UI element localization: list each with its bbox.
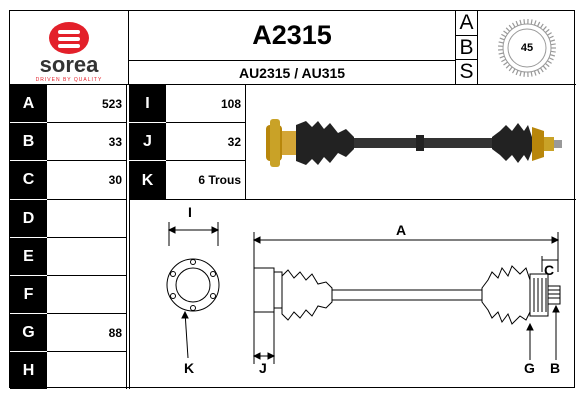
diagram-label-g: G bbox=[524, 360, 535, 376]
abs-gear-tooth bbox=[533, 70, 537, 76]
spec-value-i: 108 bbox=[166, 85, 246, 123]
technical-diagram: I A C K J G B bbox=[129, 200, 576, 389]
abs-gear-cell: 45 bbox=[478, 11, 576, 85]
abs-label-column: A B S bbox=[456, 11, 478, 85]
diagram-label-b: B bbox=[550, 360, 561, 376]
spec-letter-f: F bbox=[10, 276, 47, 314]
spec-sheet: sorea DRIVEN BY QUALITY A2315 AU2315 / A… bbox=[9, 10, 576, 389]
abs-gear-tooth bbox=[550, 50, 556, 53]
diagram-label-j: J bbox=[259, 360, 267, 376]
spec-letter-c: C bbox=[10, 161, 47, 200]
spec-value-h bbox=[47, 352, 127, 389]
abs-gear-tooth bbox=[511, 22, 516, 28]
abs-gear-tooth bbox=[548, 35, 554, 39]
spec-letter-g: G bbox=[10, 314, 47, 352]
driveshaft-diagram-icon bbox=[166, 222, 561, 364]
abs-gear-tooth bbox=[530, 71, 533, 77]
part-number: A2315 bbox=[129, 11, 456, 61]
driveshaft-photo-icon bbox=[266, 119, 562, 167]
spec-value-k: 6 Trous bbox=[166, 161, 246, 200]
spec-letter-k: K bbox=[129, 161, 166, 200]
abs-gear-tooth bbox=[536, 21, 541, 27]
abs-gear-tooth bbox=[539, 23, 544, 29]
abs-gear-tooth bbox=[519, 71, 522, 77]
abs-teeth-count: 45 bbox=[520, 42, 534, 54]
abs-gear-tooth bbox=[515, 70, 519, 76]
abs-gear-icon bbox=[498, 18, 556, 78]
abs-gear-tooth bbox=[523, 19, 526, 25]
spec-letter-d: D bbox=[10, 200, 47, 238]
spec-letter-a: A bbox=[10, 85, 47, 123]
spec-letter-i: I bbox=[129, 85, 166, 123]
spec-value-b: 33 bbox=[47, 123, 127, 161]
spec-value-e bbox=[47, 238, 127, 276]
spec-letter-b: B bbox=[10, 123, 47, 161]
spec-value-d bbox=[47, 200, 127, 238]
abs-gear-tooth bbox=[533, 20, 537, 26]
spec-value-f bbox=[47, 276, 127, 314]
abs-letter-b: B bbox=[456, 36, 477, 61]
abs-gear-tooth bbox=[523, 71, 526, 77]
abs-gear-tooth bbox=[549, 39, 556, 42]
abs-gear-tooth bbox=[550, 43, 556, 46]
abs-gear-tooth bbox=[511, 68, 516, 74]
spec-value-j: 32 bbox=[166, 123, 246, 161]
spec-value-g: 88 bbox=[47, 314, 127, 352]
abs-gear-tooth bbox=[539, 67, 544, 73]
brand-name: sorea bbox=[40, 52, 99, 77]
abs-gear-tooth bbox=[499, 37, 505, 41]
abs-gear-tooth bbox=[501, 33, 507, 38]
logo-cell: sorea DRIVEN BY QUALITY bbox=[10, 11, 129, 85]
abs-letter-s: S bbox=[459, 60, 474, 84]
product-photo bbox=[246, 85, 576, 200]
brand-tagline: DRIVEN BY QUALITY bbox=[36, 77, 103, 83]
abs-gear-tooth bbox=[499, 55, 505, 59]
abs-gear-tooth bbox=[519, 19, 522, 25]
abs-gear-tooth bbox=[542, 26, 547, 31]
abs-gear-tooth bbox=[548, 57, 554, 61]
spec-letter-e: E bbox=[10, 238, 47, 276]
diagram-label-c: C bbox=[544, 262, 555, 278]
abs-gear-tooth bbox=[508, 24, 513, 30]
abs-gear-tooth bbox=[547, 32, 552, 36]
abs-gear-tooth bbox=[530, 19, 533, 25]
abs-gear-tooth bbox=[536, 69, 541, 75]
spec-value-c: 30 bbox=[47, 161, 127, 200]
diagram-label-k: K bbox=[184, 360, 195, 376]
part-references: AU2315 / AU315 bbox=[129, 61, 456, 85]
abs-gear-tooth bbox=[505, 27, 511, 32]
abs-gear-tooth bbox=[544, 28, 550, 34]
abs-gear-tooth bbox=[547, 60, 552, 64]
abs-gear-tooth bbox=[498, 52, 504, 55]
abs-gear-tooth bbox=[498, 41, 504, 44]
abs-gear-tooth bbox=[503, 30, 508, 35]
abs-letter-a: A bbox=[456, 11, 477, 36]
sorea-logo-icon: sorea DRIVEN BY QUALITY bbox=[36, 22, 103, 83]
abs-gear-tooth bbox=[544, 62, 550, 68]
abs-gear-tooth bbox=[515, 20, 519, 26]
diagram-label-a: A bbox=[396, 222, 407, 238]
diagram-label-i: I bbox=[188, 204, 192, 220]
spec-letter-h: H bbox=[10, 352, 47, 389]
spec-value-a: 523 bbox=[47, 85, 127, 123]
abs-gear-tooth bbox=[501, 58, 507, 63]
abs-gear-tooth bbox=[508, 66, 513, 72]
abs-gear-tooth bbox=[549, 54, 556, 57]
abs-gear-tooth bbox=[503, 61, 508, 66]
abs-gear-tooth bbox=[542, 65, 547, 70]
abs-gear-tooth bbox=[505, 64, 511, 69]
spec-letter-j: J bbox=[129, 123, 166, 161]
